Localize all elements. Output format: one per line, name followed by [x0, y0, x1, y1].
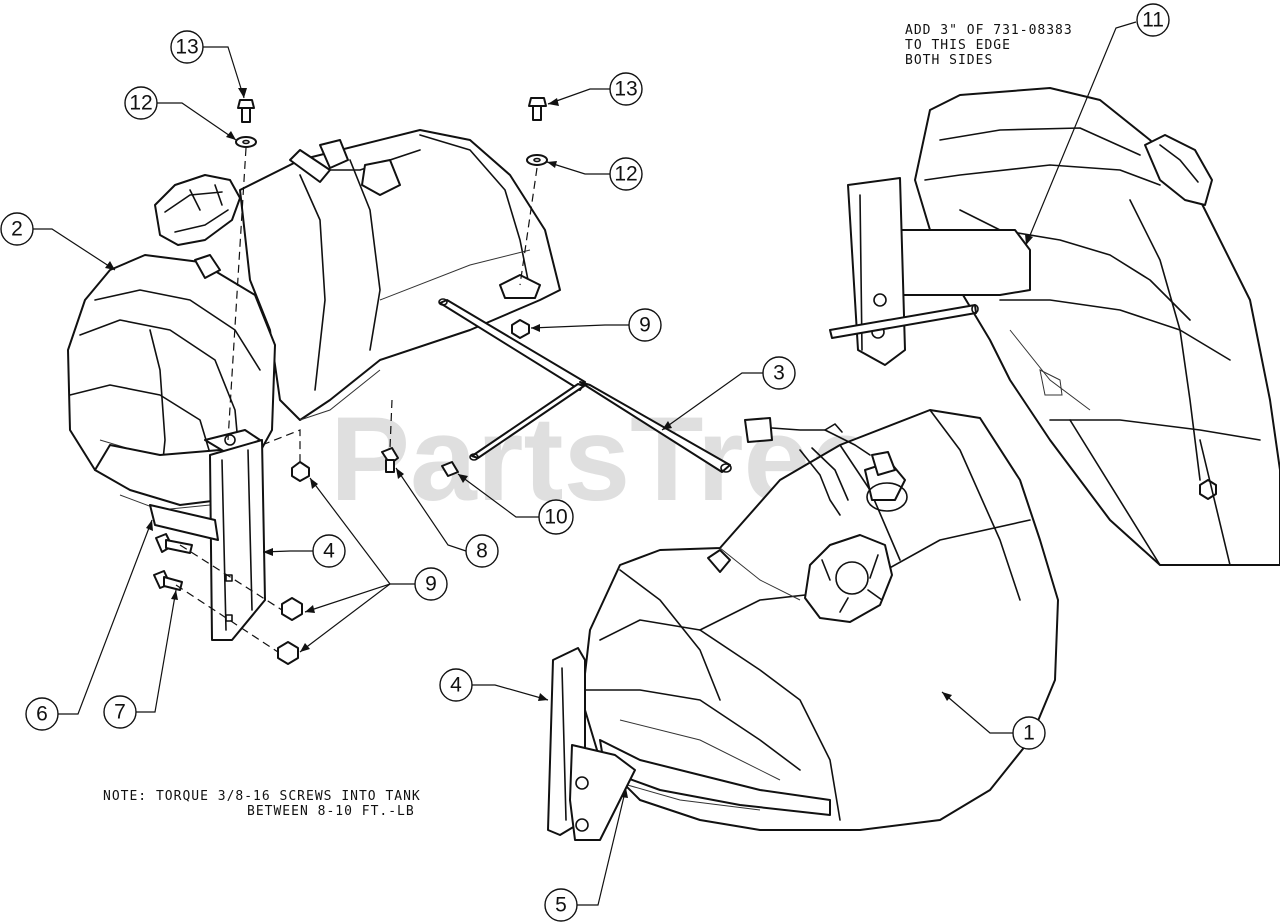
callout-13-right: 13	[609, 72, 643, 106]
callout-label: 5	[555, 894, 567, 917]
callout-label: 4	[450, 674, 462, 697]
callout-4-right: 4	[439, 668, 473, 702]
callout-label: 9	[425, 573, 437, 596]
note-edge-line1: ADD 3" OF 731-08383	[905, 23, 1073, 38]
callout-label: 13	[614, 78, 637, 101]
callout-label: 11	[1142, 9, 1164, 32]
callout-2: 2	[0, 212, 34, 246]
note-torque-line2: BETWEEN 8-10 FT.-LB	[247, 804, 415, 819]
callout-5: 5	[544, 888, 578, 922]
callout-label: 3	[773, 362, 785, 385]
callout-6: 6	[25, 697, 59, 731]
right-mount-bracket	[547, 647, 636, 841]
callout-12-left: 12	[124, 86, 158, 120]
callout-label: 7	[114, 701, 126, 724]
note-edge-line2: TO THIS EDGE	[905, 38, 1011, 53]
callout-8: 8	[465, 534, 499, 568]
callout-label: 13	[175, 36, 198, 59]
callout-9-lower: 9	[414, 567, 448, 601]
note-edge-line3: BOTH SIDES	[905, 53, 993, 68]
left-flange-nuts	[277, 319, 530, 665]
callout-label: 1	[1023, 722, 1035, 745]
callout-12-right: 12	[609, 157, 643, 191]
right-tank-filler-cap	[804, 534, 893, 623]
left-tank-rear-body	[239, 129, 561, 421]
fuel-fitting	[381, 447, 459, 477]
leader-lines	[33, 21, 1137, 906]
callout-7: 7	[103, 695, 137, 729]
callout-label: 9	[639, 314, 651, 337]
callout-label: 10	[544, 506, 567, 529]
callout-label: 12	[129, 92, 152, 115]
top-hardware	[235, 97, 548, 166]
left-bolts	[153, 533, 193, 591]
callout-4-left: 4	[312, 534, 346, 568]
callout-1: 1	[1012, 716, 1046, 750]
note-edge: ADD 3" OF 731-08383 TO THIS EDGE BOTH SI…	[905, 23, 1073, 68]
inset-tank-view	[829, 87, 1280, 566]
callout-9-upper: 9	[628, 308, 662, 342]
callout-label: 2	[11, 218, 23, 241]
note-torque-line1: NOTE: TORQUE 3/8-16 SCREWS INTO TANK	[103, 789, 421, 804]
callout-10: 10	[538, 499, 574, 535]
callout-label: 4	[323, 540, 335, 563]
callout-3: 3	[762, 356, 796, 390]
callout-label: 12	[614, 163, 637, 186]
note-torque: NOTE: TORQUE 3/8-16 SCREWS INTO TANK BET…	[103, 789, 421, 819]
callout-label: 8	[476, 540, 488, 563]
assembly-lines	[175, 147, 538, 653]
callout-label: 6	[36, 703, 48, 726]
callout-13-left: 13	[170, 30, 204, 64]
callout-11: 11	[1136, 3, 1170, 37]
crossover-tube	[438, 298, 732, 473]
right-tank-body	[581, 409, 1059, 831]
right-fuel-tank-assembly	[581, 409, 1059, 831]
